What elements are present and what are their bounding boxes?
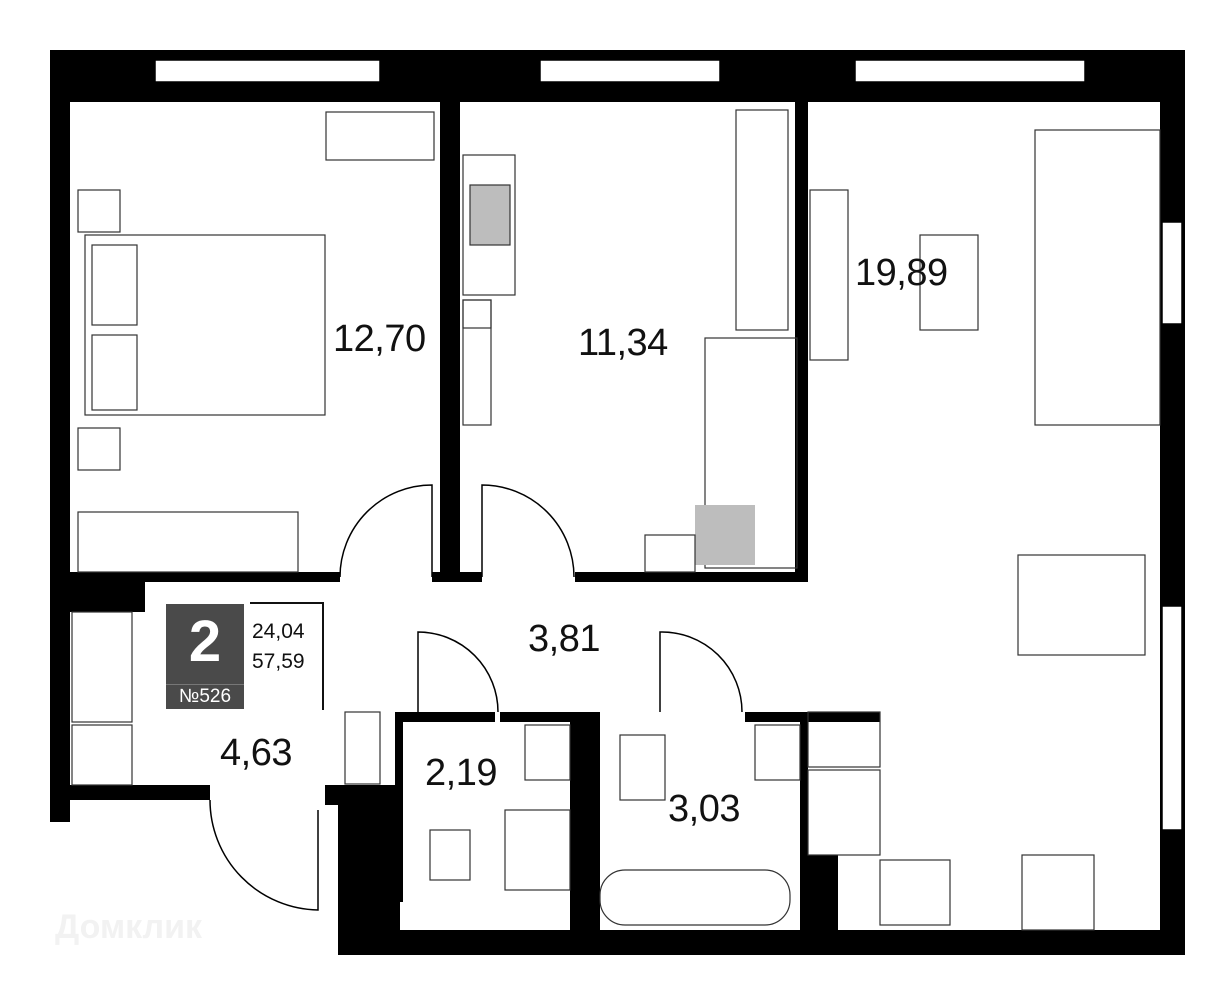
rooms-count-badge: 2 <box>166 604 244 684</box>
walls <box>50 50 1185 955</box>
total-area: 57,59 <box>252 650 305 673</box>
area-summary-box <box>250 602 324 710</box>
watermark-logo: Домклик <box>55 908 203 946</box>
room-area-bedroom: 12,70 <box>333 318 426 360</box>
windows <box>154 59 1183 831</box>
room-area-hallway: 3,81 <box>528 618 600 660</box>
doors <box>209 484 743 911</box>
room-area-entrance: 4,63 <box>220 732 292 774</box>
room-area-bathroom: 3,03 <box>668 788 740 830</box>
living-area: 24,04 <box>252 620 305 643</box>
room-area-kids-room: 11,34 <box>578 322 668 364</box>
apartment-number: №526 <box>166 684 244 709</box>
furniture <box>71 109 1161 931</box>
room-area-living-kitchen: 19,89 <box>855 252 948 294</box>
room-area-toilet: 2,19 <box>425 752 497 794</box>
